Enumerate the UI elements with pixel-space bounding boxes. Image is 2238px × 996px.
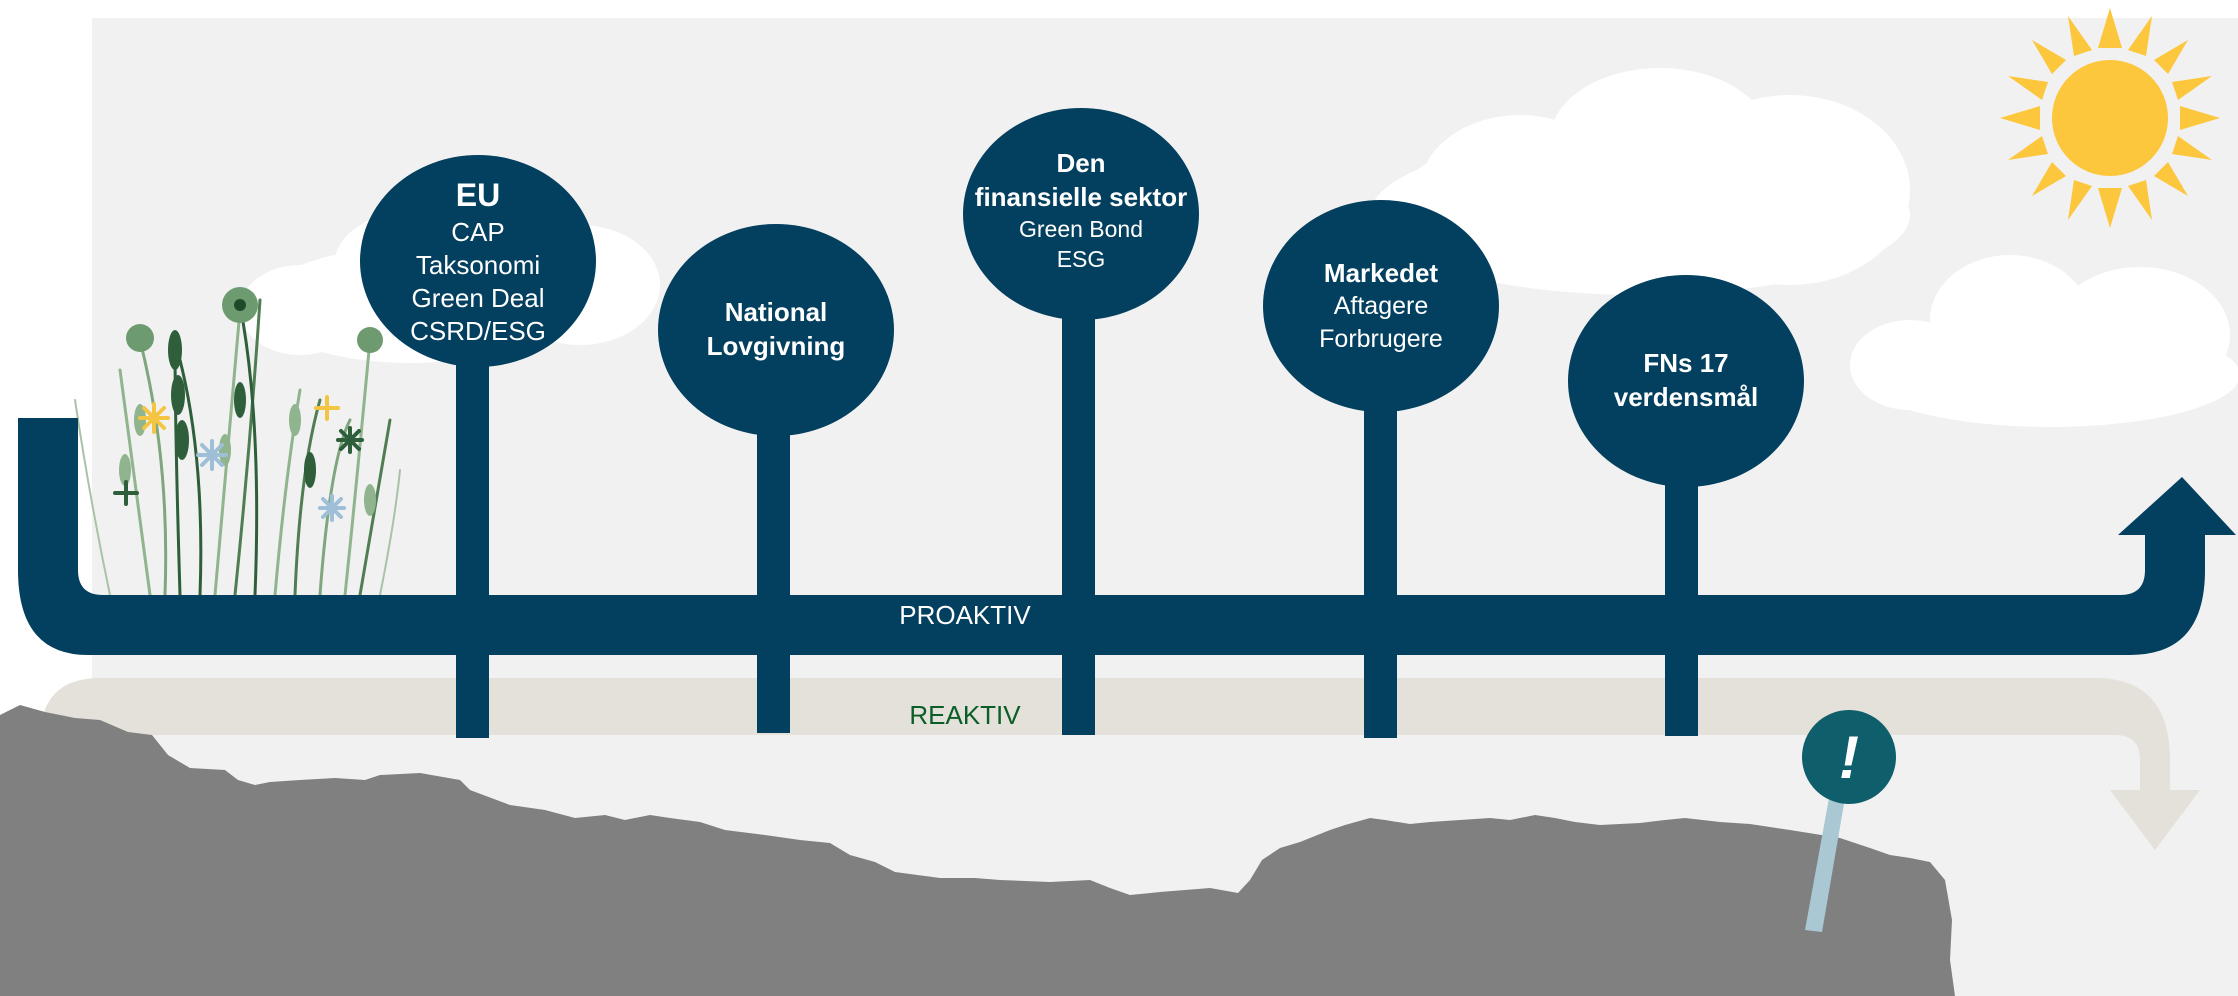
cloud-icon <box>1850 255 2238 427</box>
node-eu-title: EU <box>455 176 501 213</box>
node-eu: EU CAP Taksonomi Green Deal CSRD/ESG <box>360 155 596 367</box>
reaktiv-track <box>40 678 2200 850</box>
node-fns-verdensmaal: FNs 17 verdensmål <box>1568 275 1804 487</box>
node-marked-line: Aftagere <box>1333 292 1429 321</box>
node-eu-line: Green Deal <box>411 282 545 313</box>
node-finans-title: finansielle sektor <box>974 182 1188 213</box>
node-markedet: Markedet Aftagere Forbrugere <box>1263 200 1499 412</box>
node-fns-title: FNs 17 <box>1643 348 1729 379</box>
node-national-title: Lovgivning <box>706 331 846 361</box>
node-finansielle-sektor: Den finansielle sektor Green Bond ESG <box>963 108 1199 320</box>
cliff-illustration <box>0 705 1955 996</box>
node-marked-line: Forbrugere <box>1319 324 1443 353</box>
node-eu-line: CAP <box>451 217 505 248</box>
node-eu-line: Taksonomi <box>415 250 541 281</box>
node-marked-title: Markedet <box>1323 257 1439 288</box>
sun-icon <box>2000 8 2220 228</box>
warning-pole <box>1805 798 1845 932</box>
node-stems <box>456 315 1698 738</box>
node-national-lovgivning: National Lovgivning <box>658 224 894 436</box>
node-fns-title: verdensmål <box>1613 382 1759 412</box>
node-finans-title: Den <box>1056 148 1106 179</box>
reaktiv-label: REAKTIV <box>909 700 1021 730</box>
node-finans-line: Green Bond <box>1018 215 1144 242</box>
warning-sign-icon: ! <box>1802 710 1896 804</box>
node-national-title: National <box>724 297 828 328</box>
node-eu-line: CSRD/ESG <box>410 315 546 346</box>
proaktiv-label: PROAKTIV <box>899 600 1031 630</box>
node-finans-line: ESG <box>1056 245 1106 272</box>
flowers-illustration <box>74 287 401 597</box>
